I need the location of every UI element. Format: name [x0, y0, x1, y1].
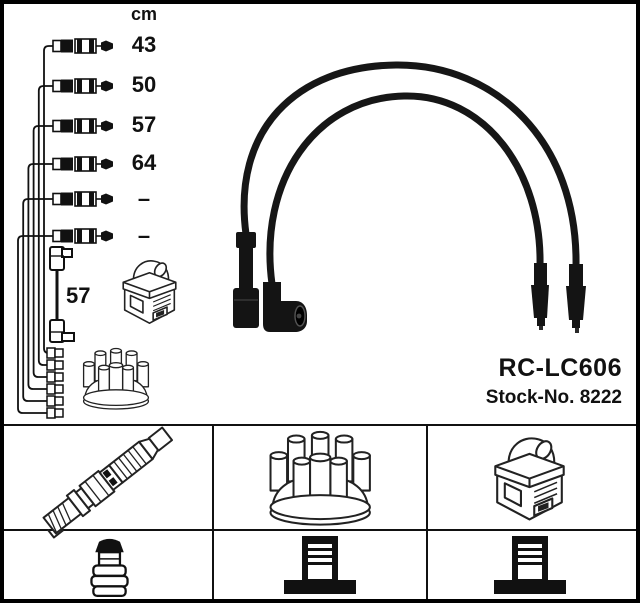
cable-length-label: 43 — [131, 32, 157, 57]
ignition-coil-icon — [494, 437, 565, 521]
cable-length-label: 64 — [131, 150, 157, 175]
cable-length-label: 57 — [131, 112, 157, 137]
coil-wire-length-label: 57 — [66, 283, 91, 308]
cable-length-label: 50 — [131, 72, 157, 97]
plug-terminal-icon — [90, 537, 129, 598]
distributor-cap-drawing — [82, 347, 150, 410]
length-unit-header: cm — [130, 4, 157, 24]
cable-length-label: – — [137, 223, 151, 248]
distributor-end-plugs — [46, 347, 64, 419]
elbow-boot — [263, 282, 307, 332]
spark-plug-icon — [37, 422, 177, 540]
stock-number: Stock-No. 8222 — [485, 387, 622, 408]
terminal-end-right — [566, 264, 586, 333]
distributor-cap-icon — [269, 430, 371, 526]
din-terminal-icon — [284, 536, 356, 594]
coil-wire-diagram — [49, 246, 75, 343]
terminal-end-left — [531, 263, 549, 330]
ignition-coil-drawing — [122, 260, 177, 324]
cable-connector-row — [52, 38, 114, 244]
cable-length-label: – — [137, 186, 151, 211]
straight-boot — [233, 232, 259, 328]
wire-set-photo — [233, 61, 586, 333]
part-number: RC-LC606 — [498, 354, 622, 382]
din-terminal-icon — [494, 536, 566, 594]
legend-grid-lines — [0, 424, 640, 603]
